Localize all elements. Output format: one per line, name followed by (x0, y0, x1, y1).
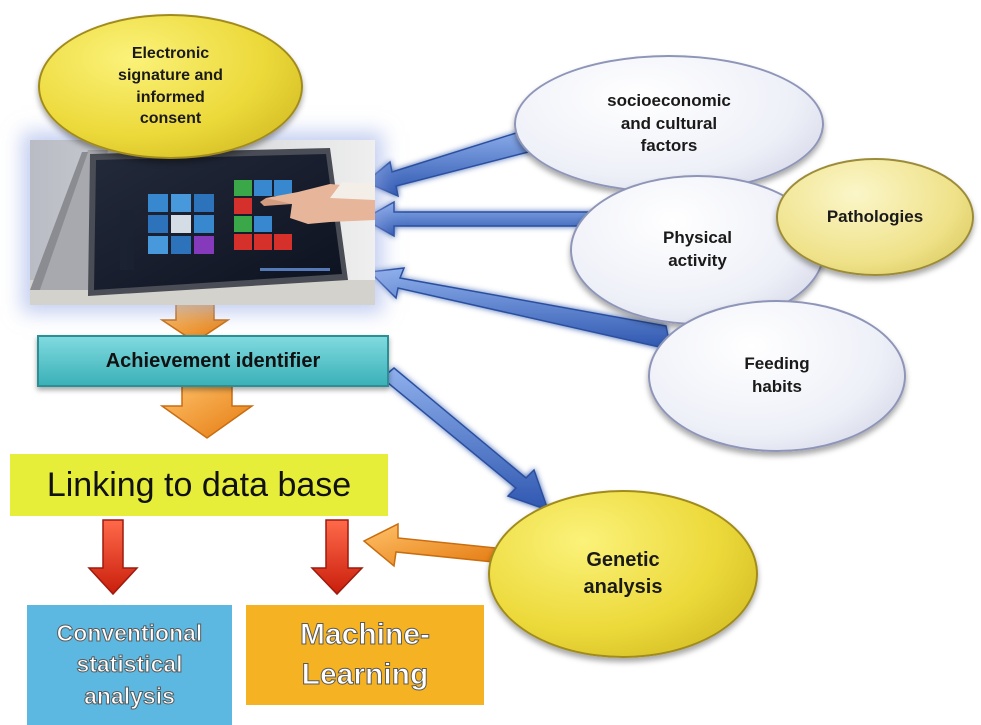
node-socioeconomic-label: socioeconomic and cultural factors (607, 90, 731, 156)
node-electronic-consent-label: Electronic signature and informed consen… (118, 45, 223, 128)
conventional-analysis-label: Conventional statistical analysis (56, 620, 203, 709)
arrow-linking-to-conventional (87, 519, 139, 596)
conventional-analysis-box: Conventional statistical analysis (27, 605, 232, 725)
arrow-achievement-to-genetic (380, 367, 550, 512)
achievement-identifier-box: Achievement identifier (37, 335, 389, 387)
arrow-linking-to-machine (310, 519, 364, 596)
linking-database-box: Linking to data base (10, 454, 388, 516)
machine-learning-label: Machine- Learning (299, 617, 431, 692)
node-feeding-habits: Feeding habits (648, 300, 906, 452)
node-pathologies: Pathologies (776, 158, 974, 276)
node-genetic-analysis: Genetic analysis (488, 490, 758, 658)
node-genetic-analysis-label: Genetic analysis (583, 549, 663, 598)
node-feeding-habits-label: Feeding habits (744, 354, 810, 396)
node-physical-activity-label: Physical activity (663, 228, 732, 270)
tablet-touch-photo (30, 140, 375, 305)
node-electronic-consent: Electronic signature and informed consen… (38, 14, 303, 159)
node-pathologies-label: Pathologies (826, 206, 924, 226)
tablet-illustration (30, 140, 375, 305)
linking-database-label: Linking to data base (46, 465, 352, 504)
arrow-tablet-to-achievement (159, 301, 231, 343)
arrow-achievement-to-linking (159, 383, 255, 439)
arrow-physical-to-tablet (362, 200, 601, 238)
machine-learning-box: Machine- Learning (246, 605, 484, 705)
node-socioeconomic: socioeconomic and cultural factors (514, 55, 824, 193)
achievement-identifier-label: Achievement identifier (105, 349, 321, 372)
arrow-socioeconomic-to-tablet (364, 127, 541, 198)
arrow-genetic-to-linking (362, 522, 497, 568)
